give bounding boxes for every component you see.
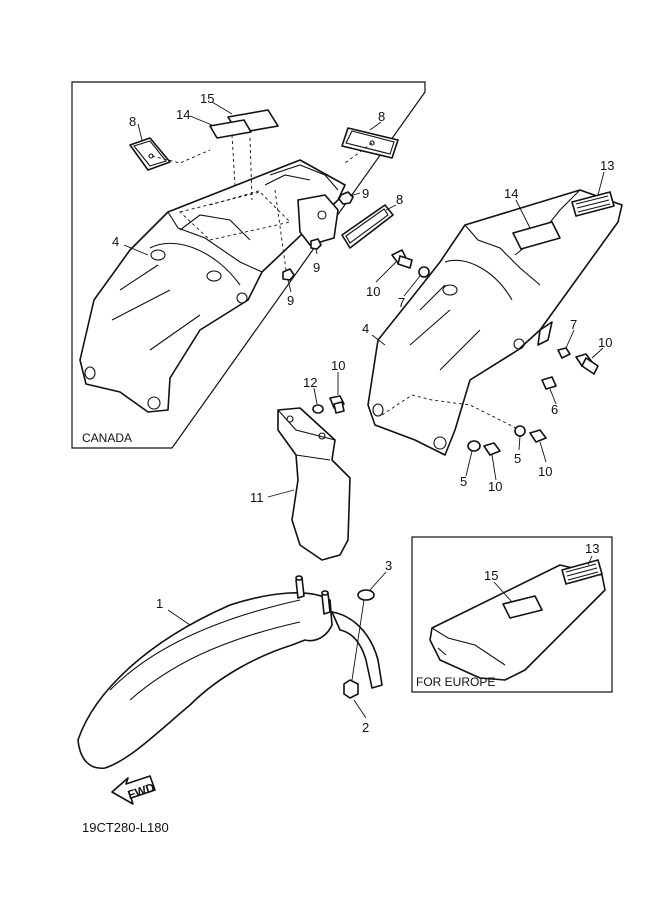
callout-flap-12: 12 xyxy=(303,375,317,390)
canada-reflector-left xyxy=(129,137,211,171)
callout-main-13: 13 xyxy=(600,158,614,173)
callout-main-10b: 10 xyxy=(598,335,612,350)
callout-canada-8b: 8 xyxy=(378,109,385,124)
main-washer-7a xyxy=(418,266,430,278)
callout-front-1: 1 xyxy=(156,596,163,611)
callout-canada-14: 14 xyxy=(176,107,190,122)
callout-canada-9b: 9 xyxy=(313,260,320,275)
front-fender-1 xyxy=(77,592,333,769)
canada-license-bracket xyxy=(297,194,339,246)
callout-main-5b: 5 xyxy=(460,474,467,489)
front-bolt-2 xyxy=(343,679,359,699)
callout-main-10a: 10 xyxy=(366,284,380,299)
canada-nut-9b xyxy=(310,238,322,250)
europe-inset-label: FOR EUROPE xyxy=(416,675,495,689)
callout-main-6: 6 xyxy=(551,402,558,417)
front-grommet-3 xyxy=(357,589,375,601)
main-rear-fender xyxy=(367,189,623,456)
main-collar-5a xyxy=(514,425,526,437)
callout-flap-11: 11 xyxy=(250,490,264,505)
callout-front-2: 2 xyxy=(362,720,369,735)
callout-main-7a: 7 xyxy=(398,295,405,310)
canada-nut-9a xyxy=(338,191,354,205)
canada-inset-label: CANADA xyxy=(82,431,132,445)
callout-europe-13: 13 xyxy=(585,541,599,556)
main-bolt-10a xyxy=(391,249,413,269)
diagram-code: 19CT280-L180 xyxy=(82,820,169,835)
callout-canada-4: 4 xyxy=(112,234,119,249)
callout-main-5a: 5 xyxy=(514,451,521,466)
callout-main-4: 4 xyxy=(362,321,369,336)
flap-bolt-10 xyxy=(329,395,345,414)
mud-flap-assembly: 10 12 11 xyxy=(250,358,351,561)
mud-flap-11 xyxy=(277,407,351,561)
main-bolt-10d xyxy=(483,442,501,456)
callout-main-10d: 10 xyxy=(488,479,502,494)
canada-reflector-top-right xyxy=(341,127,399,164)
callout-canada-8c: 8 xyxy=(396,192,403,207)
callout-main-14: 14 xyxy=(504,186,518,201)
canada-rear-fender xyxy=(79,159,346,413)
main-label-14 xyxy=(512,221,561,250)
canada-label-14 xyxy=(209,119,252,139)
callout-main-7b: 7 xyxy=(570,317,577,332)
callout-main-10c: 10 xyxy=(538,464,552,479)
front-fender-assembly: 1 3 2 xyxy=(77,558,392,769)
canada-reflector-right xyxy=(341,204,394,249)
canada-inset: CANADA xyxy=(71,81,426,449)
callout-canada-9c: 9 xyxy=(287,293,294,308)
fwd-arrow-icon: FWD xyxy=(111,775,157,805)
main-bolt-10c xyxy=(529,429,547,443)
callout-flap-10: 10 xyxy=(331,358,345,373)
flap-washer-12 xyxy=(312,404,324,414)
callout-front-3: 3 xyxy=(385,558,392,573)
callout-canada-9a: 9 xyxy=(362,186,369,201)
canada-inset-frame xyxy=(71,81,426,449)
europe-inset-frame xyxy=(411,536,613,693)
main-bolt-10b xyxy=(575,353,599,375)
main-washer-7b xyxy=(557,347,571,359)
callout-canada-15: 15 xyxy=(200,91,214,106)
callout-europe-15: 15 xyxy=(484,568,498,583)
main-collar-5b xyxy=(467,440,481,452)
canada-nut-9c xyxy=(282,268,295,281)
main-rear-fender-assembly: 13 14 10 7 4 7 10 6 5 10 5 10 xyxy=(362,158,623,494)
main-collar-6 xyxy=(541,376,557,390)
europe-rear-fender xyxy=(429,564,606,681)
europe-label-15 xyxy=(502,595,543,619)
callout-canada-8a: 8 xyxy=(129,114,136,129)
europe-inset: 13 15 FOR EUROPE xyxy=(411,536,613,693)
